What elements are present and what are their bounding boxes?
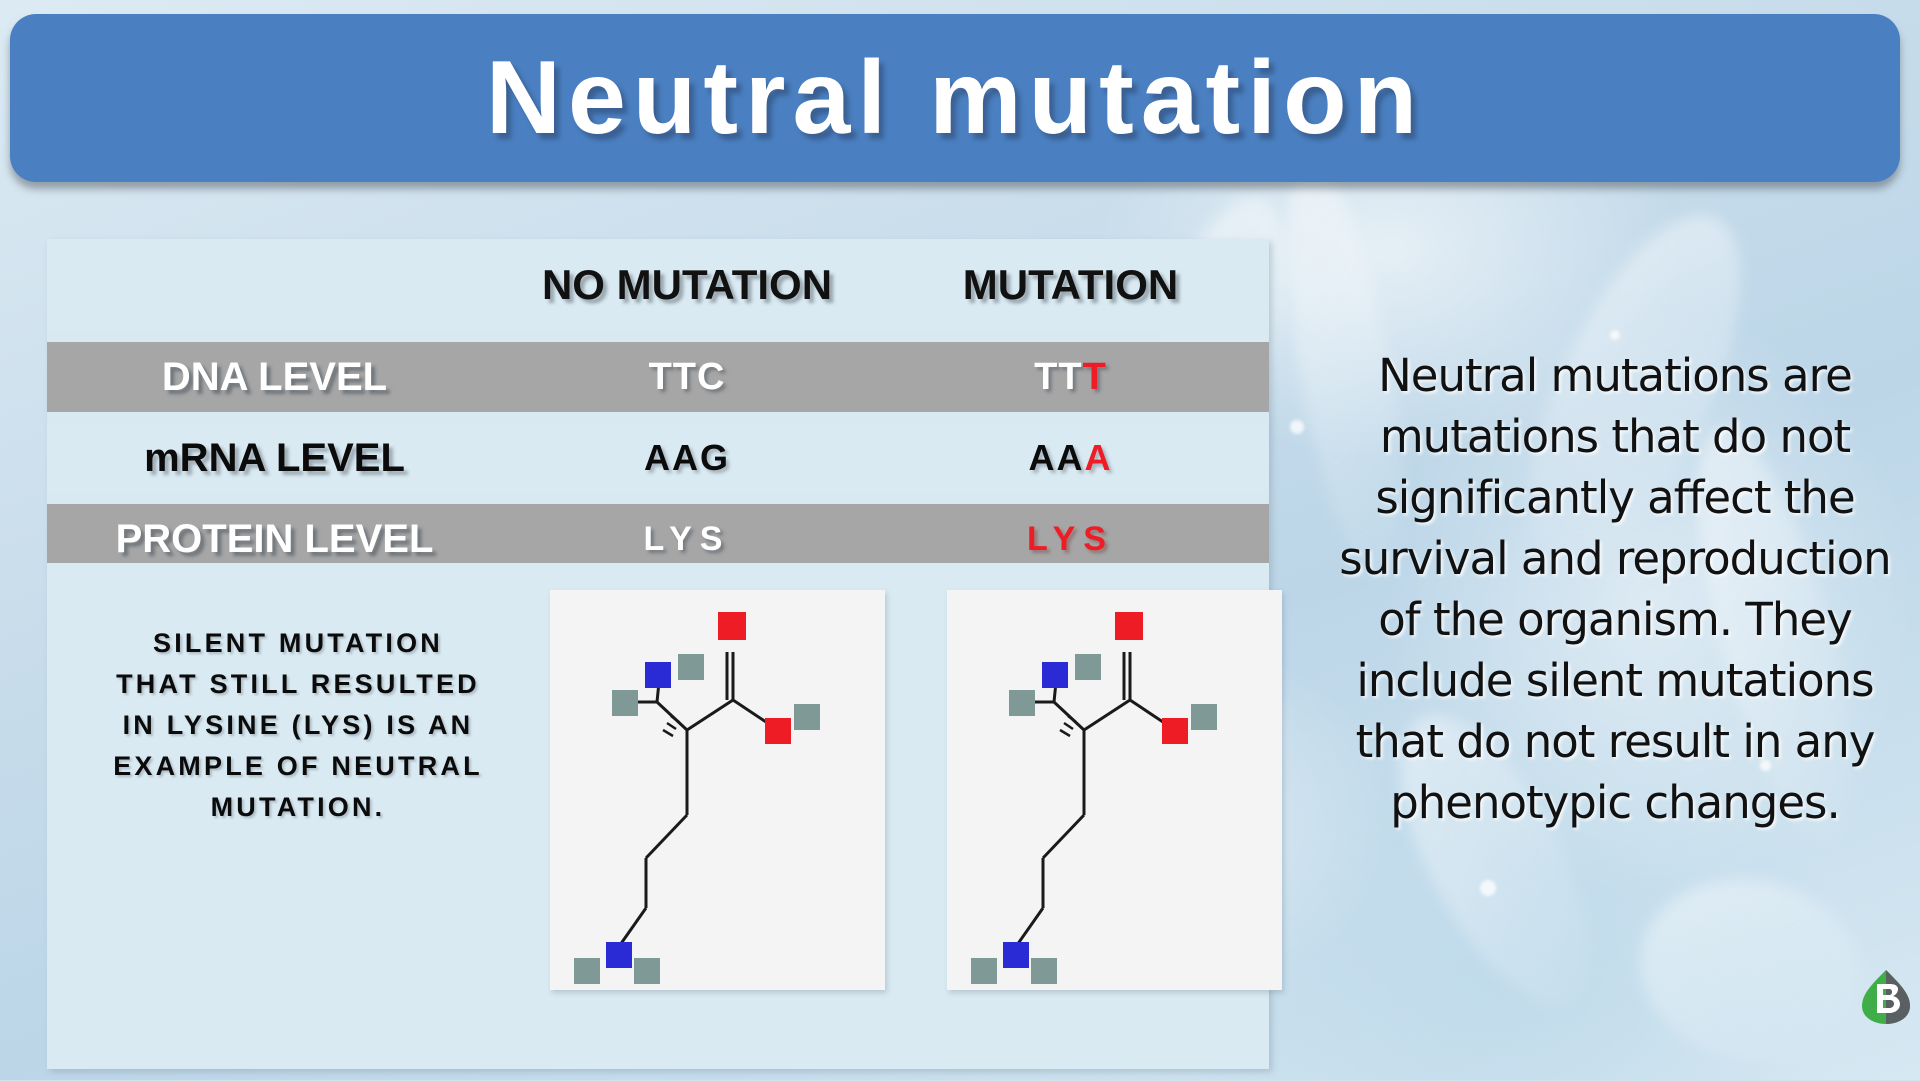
protein-mutation-value: LYS: [1026, 519, 1114, 558]
speck-decoration: [1610, 330, 1620, 340]
lysine-molecule-icon: [574, 612, 820, 984]
speck-decoration: [1480, 880, 1496, 896]
dna-mutation-base: TT: [1034, 355, 1083, 398]
lysine-molecule-icon: [971, 612, 1217, 984]
comparison-panel: NO MUTATION MUTATION DNA LEVEL TTC TTT m…: [47, 239, 1282, 1069]
table-header-row: NO MUTATION MUTATION: [47, 239, 1269, 331]
dna-no-mutation-value: TTC: [648, 355, 726, 398]
mrna-no-mutation-value: AAG: [644, 437, 730, 478]
lysine-structure-no-mutation: [550, 590, 885, 990]
dna-mutation-changed-base: T: [1082, 355, 1107, 398]
speck-decoration: [1290, 420, 1304, 434]
page-title: Neutral mutation: [485, 39, 1425, 156]
protein-no-mutation-value: LYS: [643, 519, 731, 558]
row-label-protein: PROTEIN LEVEL: [115, 516, 434, 561]
row-label-dna: DNA LEVEL: [161, 354, 388, 399]
neutral-mutation-description: Neutral mutations are mutations that do …: [1339, 349, 1891, 829]
mrna-mutation-base: AA: [1028, 437, 1085, 478]
speck-decoration: [1760, 760, 1771, 771]
biology-online-logo-icon: [1862, 970, 1910, 1024]
mutation-comparison-table: NO MUTATION MUTATION DNA LEVEL TTC TTT m…: [47, 239, 1269, 574]
row-divider: [47, 412, 1269, 423]
mrna-mutation-changed-base: A: [1084, 437, 1113, 478]
lysine-structure-mutation: [947, 590, 1282, 990]
header-no-mutation: NO MUTATION: [541, 261, 833, 308]
dna-fibre-decoration: [1623, 859, 1877, 1081]
table-row-protein: PROTEIN LEVEL LYS LYS: [47, 504, 1269, 574]
silent-mutation-caption: SILENT MUTATION THAT STILL RESULTED IN L…: [113, 628, 483, 822]
biology-online-logo[interactable]: [1860, 968, 1912, 1026]
explanation-section: SILENT MUTATION THAT STILL RESULTED IN L…: [47, 563, 1282, 1069]
table-row-mrna: mRNA LEVEL AAG AAA: [47, 423, 1269, 493]
table-row-dna: DNA LEVEL TTC TTT: [47, 342, 1269, 412]
row-label-mrna: mRNA LEVEL: [144, 435, 405, 480]
header-mutation: MUTATION: [962, 261, 1179, 308]
row-divider: [47, 493, 1269, 504]
row-divider: [47, 331, 1269, 342]
title-banner: Neutral mutation: [10, 14, 1900, 182]
